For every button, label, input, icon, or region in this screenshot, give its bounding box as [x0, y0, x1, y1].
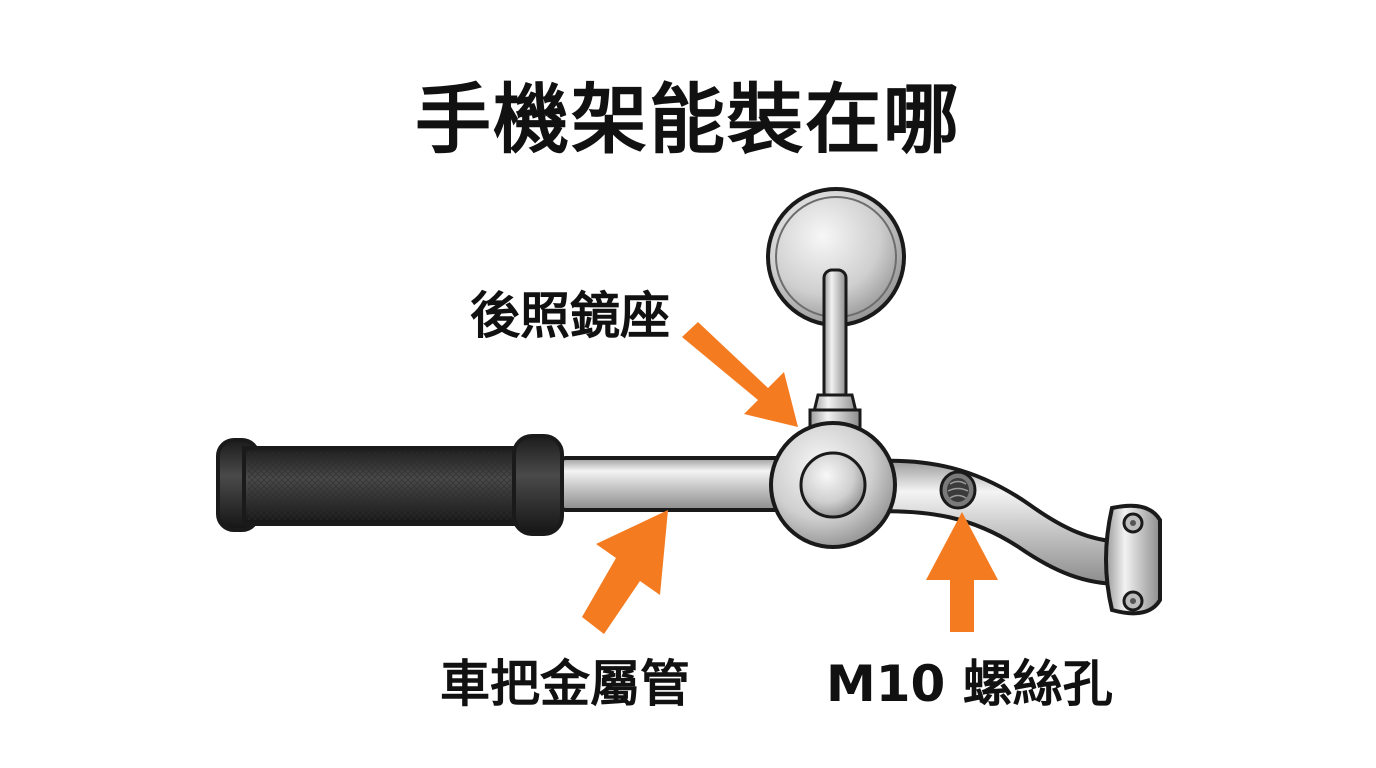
arrow-mirror-mount [682, 322, 798, 427]
label-thread-hole: M10 螺絲孔 [826, 655, 1113, 713]
arrow-handlebar-tube [582, 510, 668, 634]
mirror [766, 187, 906, 432]
threaded-hole [939, 470, 977, 510]
arrow-thread-hole [926, 512, 998, 632]
clamp-end [1104, 503, 1162, 616]
diagram-title: 手機架能裝在哪 [415, 75, 961, 164]
label-mirror-mount: 後照鏡座 [470, 287, 670, 345]
label-handlebar-tube: 車把金屬管 [440, 655, 690, 713]
grip [216, 434, 564, 536]
mirror-stem [822, 268, 848, 402]
mirror-mount-body [769, 421, 897, 549]
